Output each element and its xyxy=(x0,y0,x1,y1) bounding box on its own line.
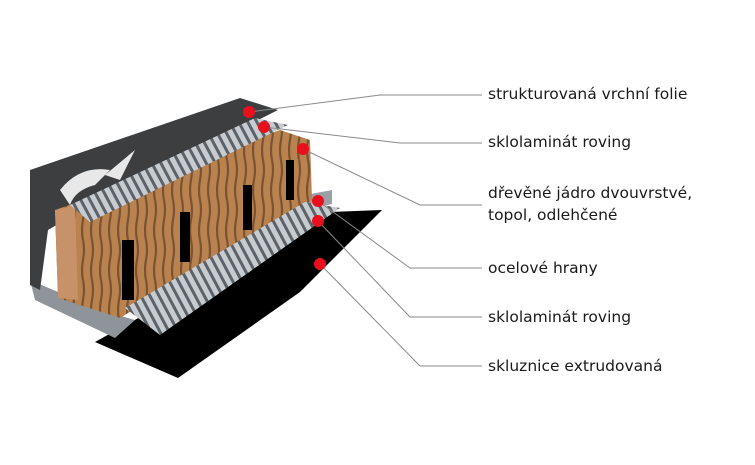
top-fiberglass xyxy=(70,118,288,222)
label-steel-edges: ocelové hrany xyxy=(488,259,598,277)
marker-dot xyxy=(297,143,309,155)
label-wood-core: dřevěné jádro dvouvrstvé, topol, odlehče… xyxy=(488,182,692,226)
marker-dot xyxy=(314,258,326,270)
label-top-fiberglass: sklolaminát roving xyxy=(488,133,632,151)
marker-dot xyxy=(258,121,270,133)
marker-dot xyxy=(312,215,324,227)
label-wood-core-line2: topol, odlehčené xyxy=(488,206,618,224)
wood-core-side xyxy=(55,205,78,300)
marker-dot xyxy=(312,195,324,207)
bottom-fiberglass xyxy=(125,202,340,335)
label-bottom-fiberglass: sklolaminát roving xyxy=(488,308,632,326)
top-sheet xyxy=(30,98,278,290)
label-wood-core-line1: dřevěné jádro dvouvrstvé, xyxy=(488,184,693,202)
top-sheet-logo xyxy=(60,150,135,205)
label-base: skluznice extrudovaná xyxy=(488,357,663,375)
leader-lines xyxy=(248,94,482,367)
steel-edge xyxy=(30,280,135,338)
label-top-sheet: strukturovaná vrchní folie xyxy=(488,85,688,103)
base-layer xyxy=(95,210,382,378)
marker-dot xyxy=(243,106,255,118)
